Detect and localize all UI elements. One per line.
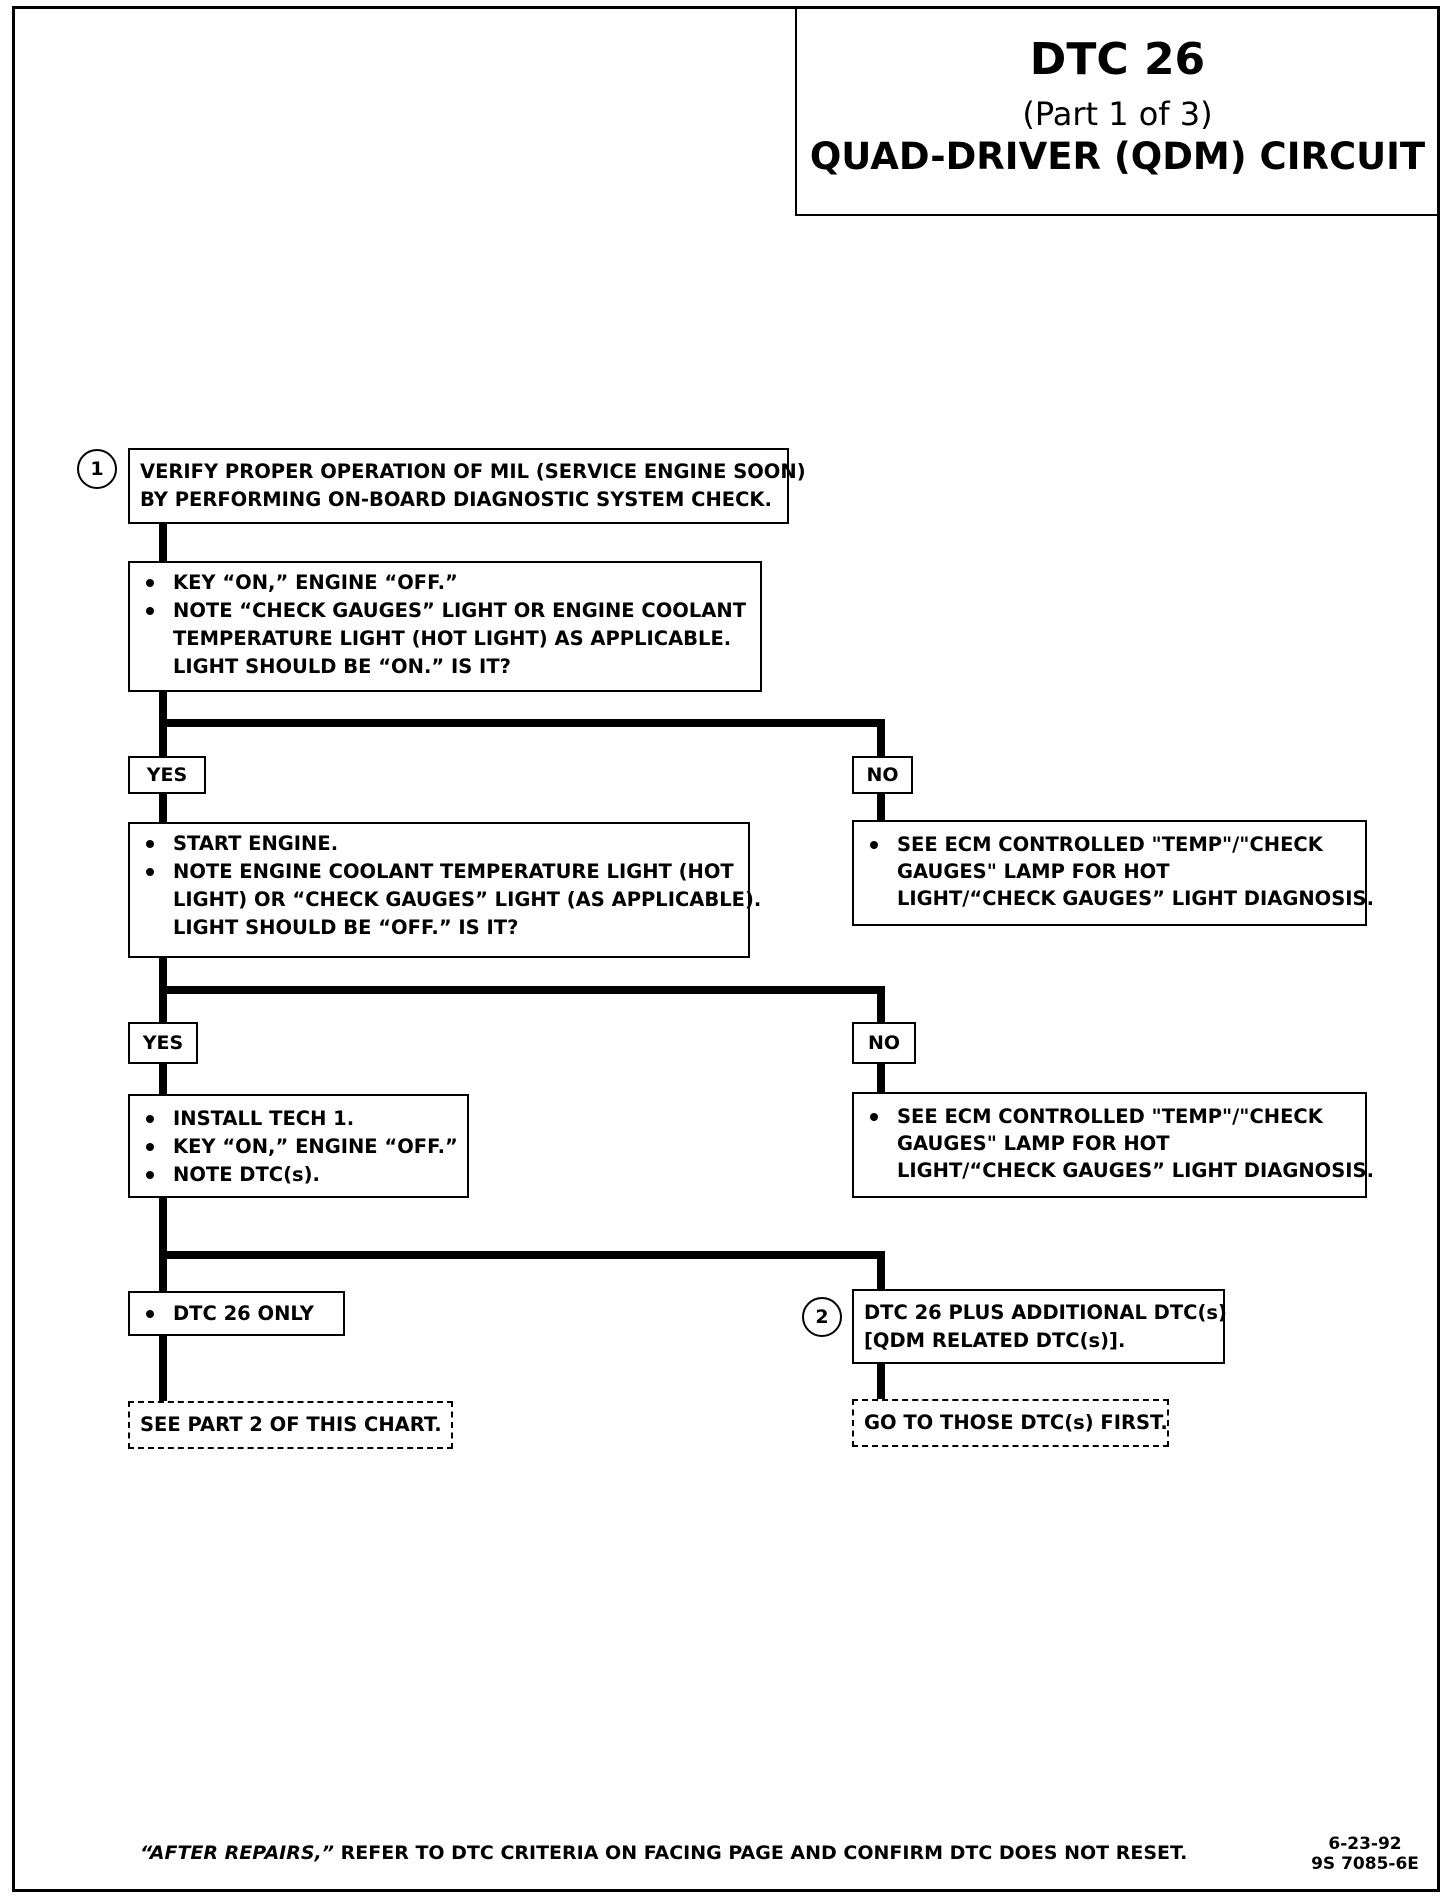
- step-see-lamp-diagnosis: SEE ECM CONTROLLED "TEMP"/"CHECK GAUGES"…: [852, 1092, 1374, 1198]
- step-install-tech1: INSTALL TECH 1. KEY “ON,” ENGINE “OFF.” …: [128, 1094, 469, 1198]
- yes-label: YES: [128, 1022, 198, 1064]
- document-date: 6-23-92: [1328, 1834, 1402, 1854]
- bullet-item: NOTE ENGINE COOLANT TEMPERATURE LIGHT (H…: [140, 858, 738, 886]
- after-repairs-label: “AFTER REPAIRS,”: [140, 1842, 334, 1864]
- bullet-item: NOTE “CHECK GAUGES” LIGHT OR ENGINE COOL…: [140, 597, 750, 625]
- step-text-line: LIGHT) OR “CHECK GAUGES” LIGHT (AS APPLI…: [173, 888, 762, 911]
- after-repairs-text: REFER TO DTC CRITERIA ON FACING PAGE AND…: [340, 1842, 1188, 1864]
- bullet-item: KEY “ON,” ENGINE “OFF.”: [140, 1133, 458, 1161]
- step-text-line: LIGHT SHOULD BE “OFF.” IS IT?: [173, 916, 519, 939]
- bullet-item: SEE ECM CONTROLLED "TEMP"/"CHECK: [864, 1103, 1355, 1130]
- step-see-lamp-diagnosis: SEE ECM CONTROLLED "TEMP"/"CHECK GAUGES"…: [852, 820, 1374, 926]
- goto-other-dtcs: GO TO THOSE DTC(s) FIRST.: [852, 1399, 1169, 1447]
- step-text-line: DTC 26 PLUS ADDITIONAL DTC(s): [864, 1301, 1227, 1324]
- step-text-line: BY PERFORMING ON-BOARD DIAGNOSTIC SYSTEM…: [140, 488, 772, 511]
- title-part: (Part 1 of 3): [1022, 95, 1213, 133]
- connector-line: [159, 1196, 167, 1294]
- step-number-badge: 1: [77, 449, 117, 489]
- yes-label: YES: [128, 756, 206, 794]
- title-block: DTC 26 (Part 1 of 3) QUAD-DRIVER (QDM) C…: [795, 6, 1440, 216]
- connector-line: [877, 792, 885, 822]
- result-dtc26-plus-additional: DTC 26 PLUS ADDITIONAL DTC(s) [QDM RELAT…: [852, 1289, 1227, 1364]
- bullet-item: KEY “ON,” ENGINE “OFF.”: [140, 569, 750, 597]
- connector-line: [877, 1062, 885, 1094]
- step-number-badge: 2: [802, 1297, 842, 1337]
- page-border: [12, 6, 1440, 1892]
- bullet-item: DTC 26 ONLY: [140, 1300, 333, 1328]
- step-verify-mil: VERIFY PROPER OPERATION OF MIL (SERVICE …: [128, 448, 806, 524]
- title-name: QUAD-DRIVER (QDM) CIRCUIT: [809, 135, 1426, 178]
- document-reference: 6-23-92 9S 7085-6E: [1305, 1834, 1425, 1874]
- step-text-line: [QDM RELATED DTC(s)].: [864, 1329, 1126, 1352]
- connector-line: [159, 719, 885, 727]
- step-text-line: LIGHT/“CHECK GAUGES” LIGHT DIAGNOSIS.: [897, 887, 1374, 910]
- title-code: DTC 26: [1029, 34, 1206, 85]
- connector-line: [877, 1361, 885, 1401]
- step-text-line: LIGHT/“CHECK GAUGES” LIGHT DIAGNOSIS.: [897, 1159, 1374, 1182]
- connector-line: [159, 1251, 885, 1259]
- bullet-item: INSTALL TECH 1.: [140, 1105, 457, 1133]
- no-label: NO: [852, 756, 913, 794]
- bullet-item: SEE ECM CONTROLLED "TEMP"/"CHECK: [864, 831, 1355, 858]
- step-text-line: GAUGES" LAMP FOR HOT: [897, 1132, 1170, 1155]
- goto-part2: SEE PART 2 OF THIS CHART.: [128, 1401, 453, 1449]
- step-text-line: LIGHT SHOULD BE “ON.” IS IT?: [173, 655, 511, 678]
- connector-line: [877, 719, 885, 759]
- step-key-on-check: KEY “ON,” ENGINE “OFF.” NOTE “CHECK GAUG…: [128, 561, 762, 692]
- connector-line: [877, 986, 885, 1028]
- no-label: NO: [852, 1022, 916, 1064]
- bullet-item: NOTE DTC(s).: [140, 1161, 457, 1189]
- step-text-line: VERIFY PROPER OPERATION OF MIL (SERVICE …: [140, 460, 806, 483]
- step-text-line: TEMPERATURE LIGHT (HOT LIGHT) AS APPLICA…: [173, 627, 732, 650]
- document-number: 9S 7085-6E: [1311, 1854, 1419, 1874]
- step-text-line: GAUGES" LAMP FOR HOT: [897, 860, 1170, 883]
- connector-line: [159, 1062, 167, 1096]
- result-dtc26-only: DTC 26 ONLY: [128, 1291, 345, 1336]
- connector-line: [159, 792, 167, 824]
- after-repairs-note: “AFTER REPAIRS,” REFER TO DTC CRITERIA O…: [140, 1842, 1187, 1864]
- connector-line: [159, 1333, 167, 1403]
- step-start-engine: START ENGINE. NOTE ENGINE COOLANT TEMPER…: [128, 822, 762, 958]
- connector-line: [877, 1251, 885, 1293]
- connector-line: [159, 523, 167, 563]
- connector-line: [159, 986, 885, 994]
- bullet-item: START ENGINE.: [140, 830, 738, 858]
